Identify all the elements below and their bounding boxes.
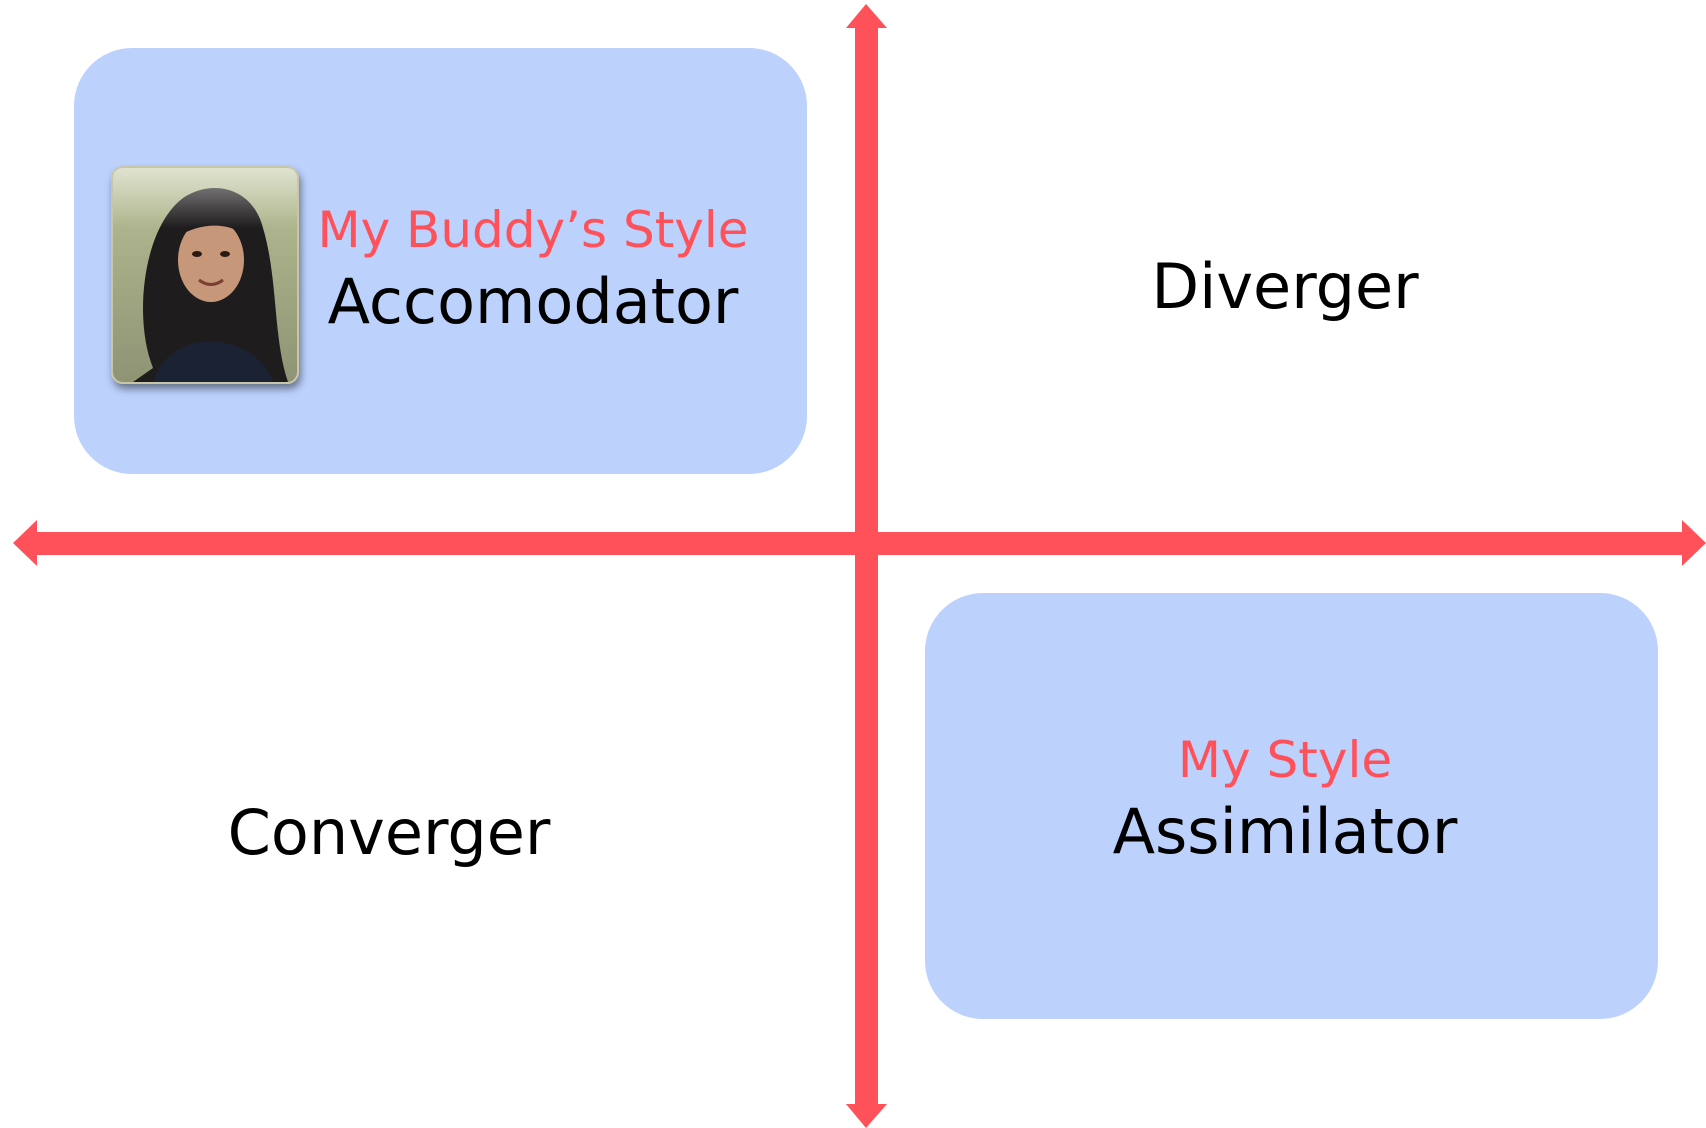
horizontal-axis-line (34, 532, 1684, 555)
buddy-photo (111, 166, 299, 384)
diverger-label: Diverger (1151, 250, 1419, 323)
assimilator-label: Assimilator (1112, 795, 1458, 868)
vertical-axis-line (855, 24, 878, 1106)
assimilator-quadrant-box (925, 593, 1658, 1019)
converger-label: Converger (227, 796, 551, 869)
vertical-axis-top-arrowhead (846, 4, 887, 28)
horizontal-axis-right-arrowhead (1682, 520, 1706, 566)
accomodator-label: Accomodator (327, 265, 739, 338)
horizontal-axis-left-arrowhead (13, 520, 37, 566)
buddy-style-label: My Buddy’s Style (317, 201, 749, 259)
vertical-axis-bottom-arrowhead (846, 1104, 887, 1128)
my-style-label: My Style (1177, 731, 1393, 789)
